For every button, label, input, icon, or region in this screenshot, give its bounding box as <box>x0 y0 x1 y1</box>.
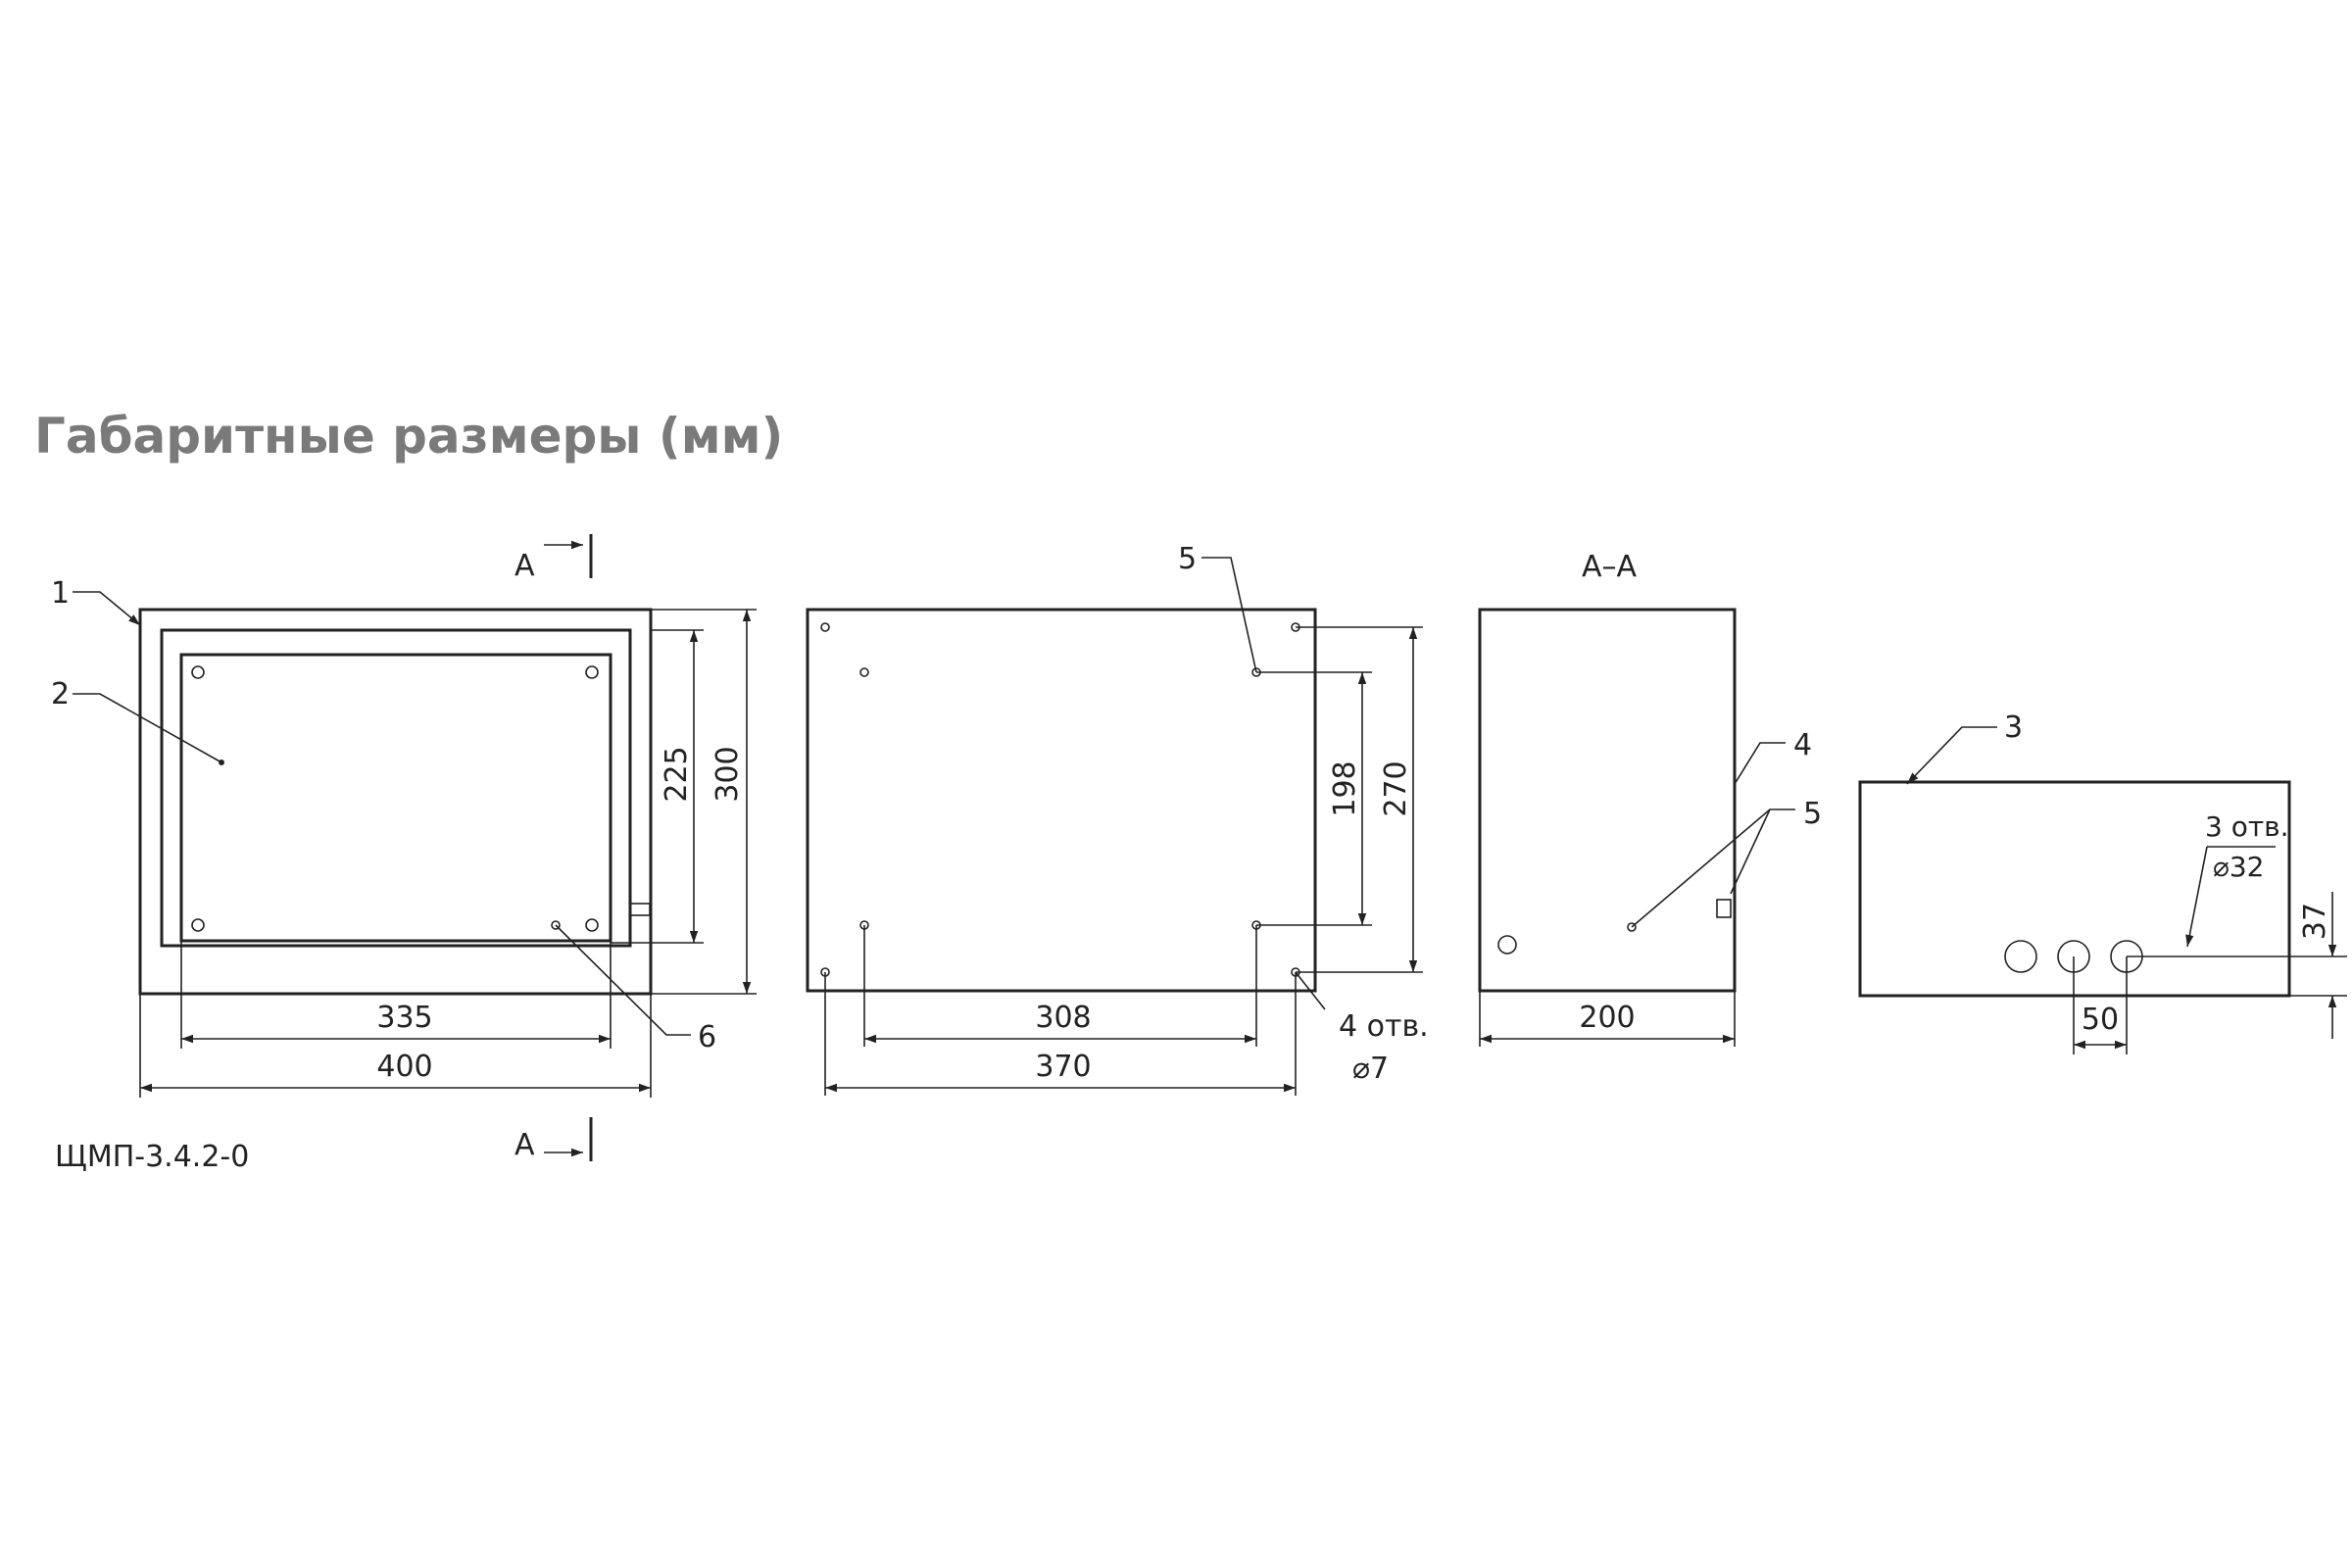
section-view: А–А 4 5 200 <box>1478 550 1822 1047</box>
bottom-body <box>1858 780 2291 998</box>
rear-view: 5 308 370 198 270 4 отв. ⌀7 <box>806 542 1429 1096</box>
callout-6-leader <box>555 924 691 1036</box>
callout-3-leader <box>1906 726 1997 785</box>
callout-5-section-leader-b <box>1730 808 1771 895</box>
dim-370-label: 370 <box>1035 1050 1091 1084</box>
door-lock <box>629 903 651 916</box>
panel-hole <box>191 918 205 932</box>
callout-5-label: 5 <box>1178 542 1197 576</box>
callout-1-label: 1 <box>51 576 70 611</box>
section-title: А–А <box>1582 550 1638 584</box>
dim-37-label: 37 <box>2298 903 2332 940</box>
gland-holes-leader <box>2185 846 2208 948</box>
front-view: 1 2 6 А А 335 400 225 300 <box>51 534 757 1174</box>
rear-body <box>806 608 1317 993</box>
side-lock <box>1716 899 1732 918</box>
dim-400-label: 400 <box>376 1050 432 1084</box>
callout-2-label: 2 <box>51 677 70 711</box>
mount-holes-leader <box>1295 971 1326 1010</box>
callout-3-label: 3 <box>2004 710 2023 745</box>
callout-2-leader <box>73 693 222 763</box>
mount-holes-count: 4 отв. <box>1339 1009 1429 1044</box>
mount-holes-diameter: ⌀7 <box>1352 1052 1389 1086</box>
bottom-view: 3 3 отв. ⌀32 37 50 <box>1858 710 2347 1054</box>
callout-4-leader <box>1734 742 1786 785</box>
mount-hole <box>820 622 830 632</box>
page-title: Габаритные размеры (мм) <box>34 408 783 465</box>
front-door-frame <box>160 628 632 948</box>
dim-335-label: 335 <box>376 1001 432 1035</box>
dim-270-label: 270 <box>1379 760 1413 816</box>
dim-308-label: 308 <box>1035 1001 1091 1035</box>
section-marker-top: А <box>514 549 535 583</box>
section-body <box>1478 608 1737 993</box>
callout-5-section-leader-a <box>1631 808 1795 928</box>
panel-hole <box>191 665 205 679</box>
gland-hole-side <box>1497 935 1517 955</box>
panel-hole <box>585 918 599 932</box>
section-marker-bottom: А <box>514 1128 535 1162</box>
gland-hole <box>2004 940 2037 973</box>
dim-300-label: 300 <box>710 746 745 802</box>
front-outer-body <box>138 608 653 996</box>
callout-1-leader <box>73 591 141 626</box>
gland-holes-diameter: ⌀32 <box>2213 851 2265 883</box>
dim-200-label: 200 <box>1579 1001 1635 1035</box>
callout-5-section-label: 5 <box>1803 797 1822 831</box>
dim-50-label: 50 <box>2082 1003 2119 1037</box>
front-mounting-panel <box>179 653 612 943</box>
panel-hole <box>585 665 599 679</box>
callout-5-leader <box>1201 557 1257 673</box>
model-label: ЩМП-3.4.2-0 <box>55 1140 249 1174</box>
stud-hole <box>859 667 869 677</box>
gland-holes-count: 3 отв. <box>2205 810 2289 843</box>
callout-2-point <box>219 760 224 765</box>
callout-4-label: 4 <box>1793 728 1812 762</box>
dim-198-label: 198 <box>1328 760 1362 816</box>
dim-225-label: 225 <box>660 746 694 802</box>
callout-6-label: 6 <box>698 1020 716 1054</box>
